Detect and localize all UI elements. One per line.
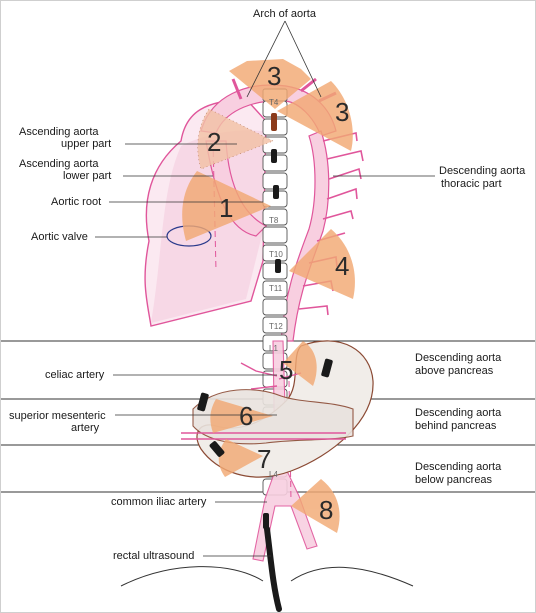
probe-4	[275, 259, 281, 273]
label-below-pancreas-1: Descending aorta	[415, 461, 502, 473]
vertebra-t12: T12	[269, 322, 283, 331]
rectal-probe-shaft	[264, 526, 282, 612]
window-4	[289, 229, 355, 299]
position-5: 5	[279, 355, 293, 385]
label-asc-lower-1: Ascending aorta	[19, 158, 99, 170]
position-3-top: 3	[267, 61, 281, 91]
label-celiac-artery: celiac artery	[45, 369, 105, 381]
label-desc-thoracic-1: Descending aorta	[439, 165, 526, 177]
position-7: 7	[257, 444, 271, 474]
label-below-pancreas-2: below pancreas	[415, 474, 493, 486]
label-above-pancreas-2: above pancreas	[415, 365, 494, 377]
window-7	[218, 439, 263, 477]
window-3a	[229, 59, 311, 109]
window-3b	[277, 81, 353, 151]
label-sma-1: superior mesenteric	[9, 410, 106, 422]
pancreas-outline	[192, 389, 354, 445]
label-common-iliac: common iliac artery	[111, 496, 207, 508]
leader-arch-left	[246, 20, 286, 98]
descending-thoracic-aorta	[280, 130, 330, 342]
probe-5	[321, 358, 333, 378]
label-aortic-root: Aortic root	[51, 196, 101, 208]
window-2	[197, 109, 273, 169]
label-sma-2: artery	[71, 422, 100, 434]
probe-8	[263, 513, 269, 529]
buttock-curve-right	[290, 566, 414, 587]
window-6	[210, 399, 273, 433]
position-1: 1	[219, 193, 233, 223]
position-3-right: 3	[335, 97, 349, 127]
probe-1	[271, 113, 277, 131]
position-6: 6	[239, 401, 253, 431]
buttock-curve-left	[120, 566, 264, 587]
label-behind-pancreas-2: behind pancreas	[415, 420, 497, 432]
position-2: 2	[207, 127, 221, 157]
probe-6	[197, 392, 209, 412]
label-asc-lower-2: lower part	[63, 170, 111, 182]
probe-3	[273, 185, 279, 199]
vertebra-l1: L1	[269, 344, 278, 353]
leader-arch-right	[284, 20, 322, 98]
window-2-dots	[197, 108, 274, 170]
label-asc-upper-1: Ascending aorta	[19, 126, 99, 138]
label-above-pancreas-1: Descending aorta	[415, 352, 502, 364]
label-arch-of-aorta: Arch of aorta	[253, 8, 317, 20]
label-behind-pancreas-1: Descending aorta	[415, 407, 502, 419]
vertebra-t11: T11	[269, 284, 283, 293]
window-5	[283, 341, 317, 386]
vertebra-t8: T8	[269, 216, 279, 225]
label-asc-upper-2: upper part	[61, 138, 111, 150]
probe-7	[209, 441, 225, 457]
vertebra-l4: L4	[269, 470, 278, 479]
position-8: 8	[319, 495, 333, 525]
label-desc-thoracic-2: thoracic part	[441, 178, 502, 190]
position-4: 4	[335, 251, 349, 281]
label-aortic-valve: Aortic valve	[31, 231, 88, 243]
window-8	[291, 479, 340, 533]
probe-2	[271, 149, 277, 163]
visceral-branches	[181, 362, 346, 440]
probes	[197, 113, 333, 529]
vertebra-t4: T4	[269, 98, 279, 107]
sector-windows	[182, 59, 355, 533]
vertebra-t10: T10	[269, 250, 283, 259]
arch-branch-1	[231, 78, 243, 100]
window-1	[182, 171, 271, 241]
label-rectal-ultrasound: rectal ultrasound	[113, 550, 194, 562]
